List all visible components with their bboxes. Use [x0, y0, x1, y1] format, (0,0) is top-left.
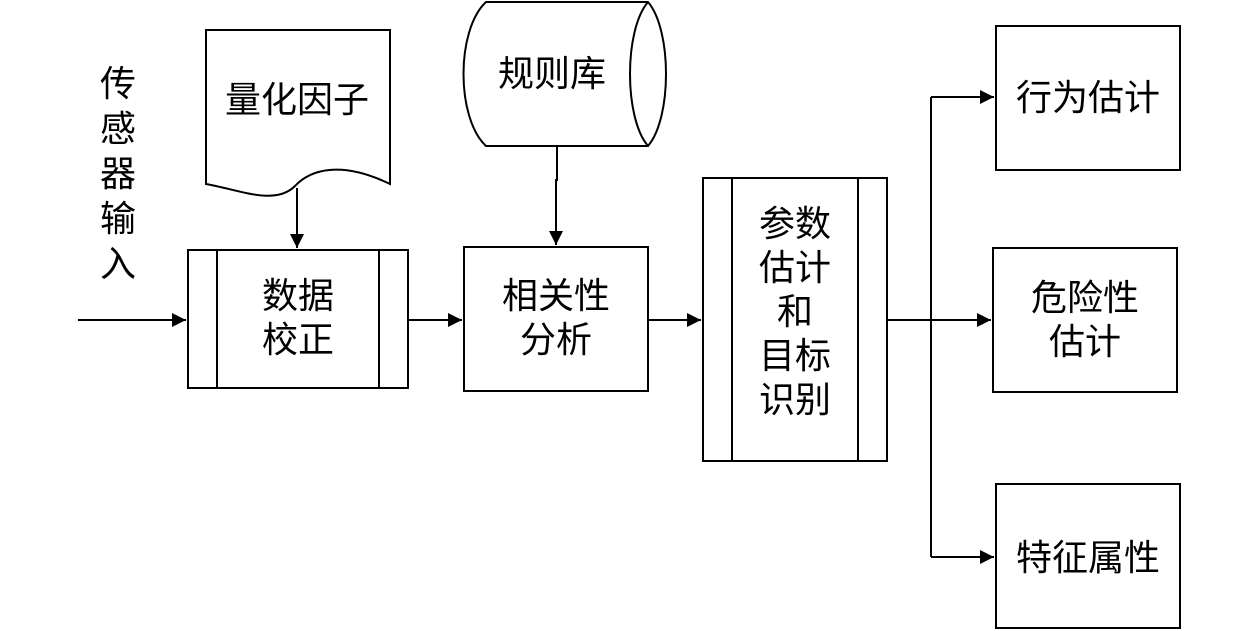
- label-line: 相关性: [502, 276, 610, 317]
- feature-attribute-label: 特征属性: [1016, 538, 1160, 579]
- risk-estimation-label: 危险性估计: [1031, 278, 1139, 363]
- arrow-rule-to-correlation: [549, 146, 563, 245]
- label-line: 估计: [1049, 322, 1121, 363]
- quant-factor-node: 量化因子: [205, 29, 391, 197]
- behavior-estimation-label: 行为估计: [1016, 78, 1160, 119]
- label-line: 输: [100, 199, 136, 240]
- quant-factor-label: 量化因子: [225, 80, 369, 121]
- correlation-analysis-node: 相关性分析: [463, 246, 649, 392]
- sensor-input-label: 传感器输入: [100, 64, 136, 285]
- svg-text:传感器输入: 传感器输入: [100, 64, 136, 285]
- label-line: 入: [100, 244, 136, 285]
- param-estimation-node: 参数估计和目标识别: [702, 177, 888, 462]
- document-shape: [205, 29, 391, 197]
- data-correction-node: 数据校正: [187, 249, 409, 389]
- label-line: 规则库: [498, 54, 606, 95]
- label-line: 行为估计: [1016, 78, 1160, 119]
- rule-base-node: 规则库: [462, 1, 667, 147]
- behavior-estimation-node: 行为估计: [995, 25, 1181, 171]
- label-line: 感: [100, 109, 136, 150]
- param-estimation-label: 参数估计和目标识别: [759, 204, 831, 421]
- correlation-analysis-label: 相关性分析: [502, 276, 610, 361]
- label-line: 参数: [759, 204, 831, 245]
- label-line: 估计: [759, 248, 831, 289]
- label-line: 特征属性: [1016, 538, 1160, 579]
- label-line: 量化因子: [225, 80, 369, 121]
- label-line: 和: [777, 292, 813, 333]
- label-line: 器: [100, 154, 136, 195]
- rule-base-label: 规则库: [498, 54, 606, 95]
- stored-data-shape: [462, 1, 667, 147]
- feature-attribute-node: 特征属性: [995, 483, 1181, 629]
- risk-estimation-node: 危险性估计: [992, 247, 1178, 393]
- data-correction-label: 数据校正: [262, 276, 334, 361]
- label-line: 危险性: [1031, 278, 1139, 319]
- label-line: 识别: [759, 380, 831, 421]
- label-line: 目标: [759, 336, 831, 377]
- label-line: 分析: [520, 320, 592, 361]
- label-line: 传: [100, 64, 136, 105]
- label-line: 校正: [262, 320, 334, 361]
- connectors: [78, 90, 994, 564]
- label-line: 数据: [262, 276, 334, 317]
